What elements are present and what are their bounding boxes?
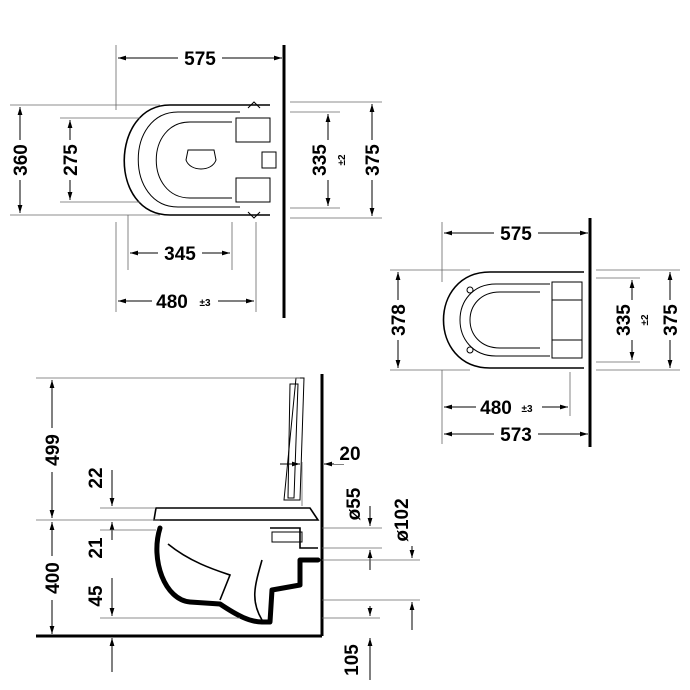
inlet-pipe	[270, 527, 318, 549]
dim-gap: 20	[339, 444, 360, 465]
dim-seat-width: 575	[500, 224, 532, 245]
fixing-block-bottom	[235, 177, 271, 203]
hinge-block	[551, 281, 583, 359]
dim-rim-height: 400	[43, 562, 64, 594]
dim-seat-fixing: 335	[614, 304, 635, 336]
dim-seat-length: 480	[480, 398, 512, 419]
bowl-opening	[155, 121, 232, 199]
dim-seat-fixing-tol: ±2	[640, 314, 651, 325]
dim-overall: 375	[363, 144, 384, 176]
bowl-outline	[123, 104, 270, 216]
dim-length-tol: ±3	[199, 298, 210, 309]
dim-length: 480	[156, 292, 188, 313]
dim-rim-offset: 21	[86, 537, 107, 559]
dim-seat-depth: 378	[389, 304, 410, 336]
dim-bowl: 345	[164, 244, 196, 265]
seat-inner	[459, 283, 550, 357]
connector	[261, 151, 277, 169]
dim-outlet-dia: ø102	[392, 498, 413, 541]
dim-depth-inner: 275	[61, 144, 82, 176]
dim-width: 575	[184, 49, 216, 70]
top-view-seat: 575 378 335 ±2 375 480 ±3 573	[386, 218, 682, 447]
drain	[185, 149, 217, 170]
seat-opening	[469, 291, 540, 349]
bowl-inner	[137, 111, 240, 208]
dim-floor-offset: 105	[342, 644, 363, 676]
seat-ring	[153, 507, 320, 521]
dim-seat-length-tol: ±3	[521, 404, 532, 415]
dim-outlet-offset: 45	[86, 585, 107, 607]
bowl-body	[154, 525, 321, 625]
dim-depth-outer: 360	[11, 144, 32, 176]
fixing-block-top	[235, 117, 271, 143]
dim-inlet-dia: ø55	[344, 487, 365, 520]
dim-fixing: 335	[310, 144, 331, 176]
dim-seat-thickness: 22	[86, 467, 107, 488]
trapway	[253, 559, 263, 621]
top-view: 575 360 275 335 ±2 375 345	[8, 45, 384, 318]
side-view: 499 22 21 400 45 20 ø55	[36, 374, 420, 680]
dim-seat-height: 499	[43, 434, 64, 466]
seat-outline	[442, 271, 584, 369]
fixing-points	[247, 101, 261, 219]
seat-lid	[283, 377, 305, 501]
dim-seat-projection: 573	[500, 425, 532, 446]
dim-fixing-tol: ±2	[337, 154, 348, 165]
bowl-inner-wall	[167, 543, 232, 601]
dim-seat-overall: 375	[661, 304, 682, 336]
